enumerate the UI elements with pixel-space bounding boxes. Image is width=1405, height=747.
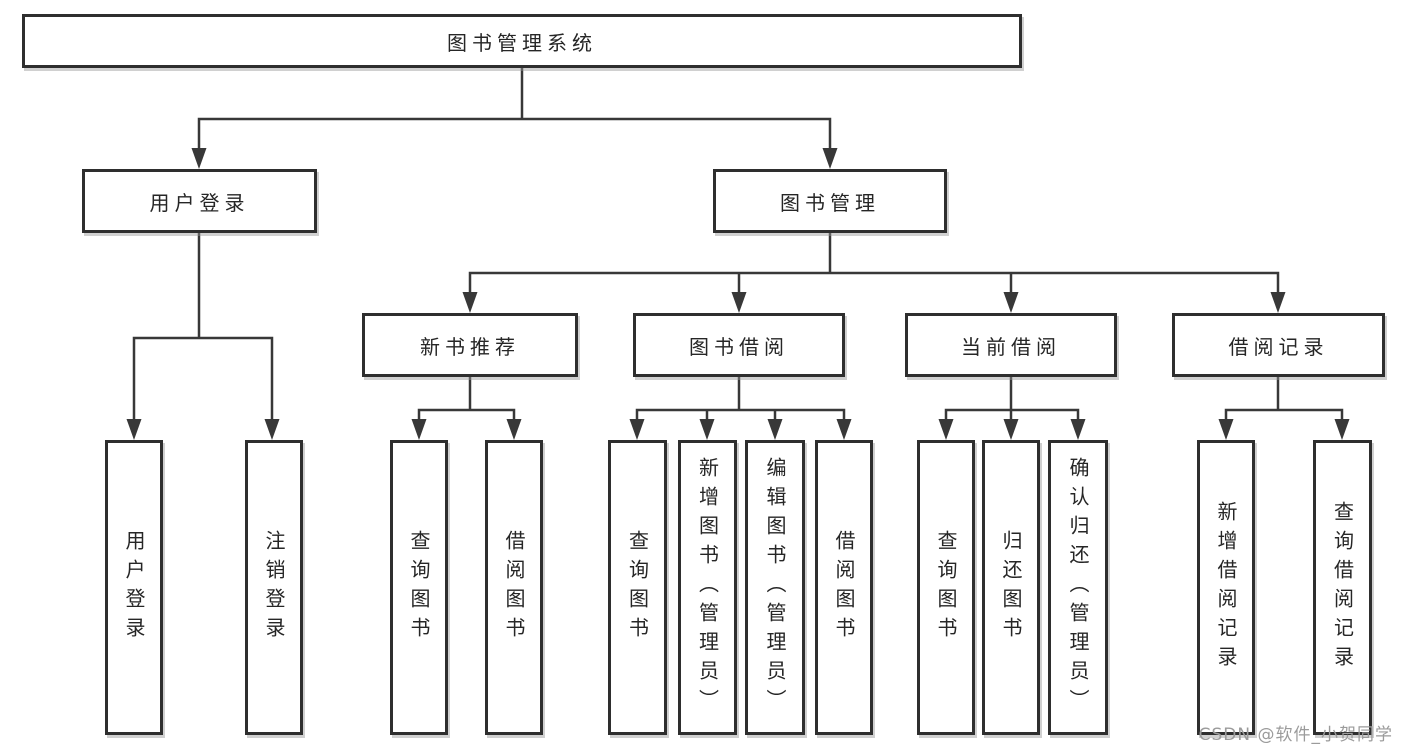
node-book-borrow-label: 图书借阅 <box>689 334 789 359</box>
leaf-add-borrow-record: 新增借阅记录 <box>1197 440 1255 735</box>
leaf-recommend-query-books-label: 查询图书 <box>407 529 431 646</box>
leaf-query-borrow-record: 查询借阅记录 <box>1313 440 1372 735</box>
leaf-recommend-borrow-books: 借阅图书 <box>485 440 543 735</box>
leaf-edit-book-admin: 编辑图书（管理员） <box>745 440 805 735</box>
connector-level2-rail <box>197 117 832 150</box>
connector-record-rail <box>1224 408 1344 421</box>
arrowheads <box>126 148 1350 440</box>
node-borrow-record: 借阅记录 <box>1172 313 1385 377</box>
node-user-login: 用户登录 <box>82 169 317 233</box>
leaf-borrow-query-books: 查询图书 <box>608 440 667 735</box>
node-new-book-recommend-label: 新书推荐 <box>420 334 520 359</box>
leaf-query-borrow-record-label: 查询借阅记录 <box>1330 500 1355 675</box>
connector-userlogin-rail <box>132 336 274 421</box>
node-user-login-label: 用户登录 <box>149 190 250 215</box>
node-book-management: 图书管理 <box>713 169 947 233</box>
leaf-current-query-books: 查询图书 <box>917 440 975 735</box>
leaf-return-books-label: 归还图书 <box>999 529 1023 646</box>
node-book-borrow: 图书借阅 <box>633 313 845 377</box>
leaf-recommend-query-books: 查询图书 <box>390 440 448 735</box>
connector-borrow-rail <box>635 408 846 421</box>
leaf-user-login-label: 用户登录 <box>122 529 146 646</box>
connector-recommend-rail <box>417 408 516 421</box>
node-root-system: 图书管理系统 <box>22 14 1022 68</box>
node-new-book-recommend: 新书推荐 <box>362 313 578 377</box>
leaf-borrow-books: 借阅图书 <box>815 440 873 735</box>
leaf-borrow-books-label: 借阅图书 <box>832 529 856 646</box>
leaf-confirm-return-admin-label: 确认归还（管理员） <box>1066 457 1090 718</box>
leaf-logout-label: 注销登录 <box>262 529 286 646</box>
node-current-borrow-label: 当前借阅 <box>961 334 1061 359</box>
leaf-user-login: 用户登录 <box>105 440 163 735</box>
leaf-return-books: 归还图书 <box>982 440 1040 735</box>
node-borrow-record-label: 借阅记录 <box>1228 334 1329 359</box>
leaf-borrow-query-books-label: 查询图书 <box>625 529 650 646</box>
leaf-add-book-admin: 新增图书（管理员） <box>678 440 737 735</box>
leaf-recommend-borrow-books-label: 借阅图书 <box>502 529 526 646</box>
connector-level3-rail <box>468 271 1280 294</box>
leaf-add-book-admin-label: 新增图书（管理员） <box>695 457 720 718</box>
leaf-logout: 注销登录 <box>245 440 303 735</box>
csdn-watermark: CSDN @软件_小贺同学 <box>1198 725 1393 745</box>
node-current-borrow: 当前借阅 <box>905 313 1117 377</box>
leaf-add-borrow-record-label: 新增借阅记录 <box>1214 500 1238 675</box>
leaf-current-query-books-label: 查询图书 <box>934 529 958 646</box>
leaf-confirm-return-admin: 确认归还（管理员） <box>1048 440 1108 735</box>
leaf-edit-book-admin-label: 编辑图书（管理员） <box>763 457 787 718</box>
node-book-management-label: 图书管理 <box>780 190 880 215</box>
node-root-system-label: 图书管理系统 <box>447 30 597 55</box>
